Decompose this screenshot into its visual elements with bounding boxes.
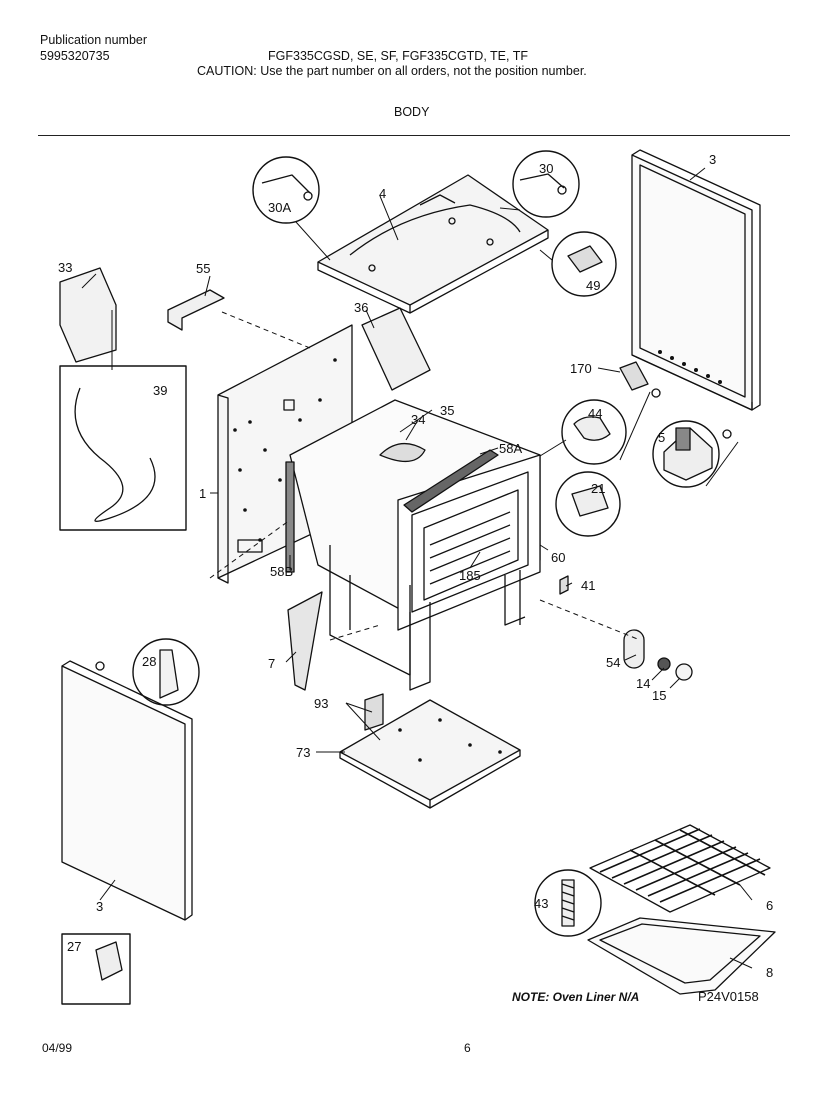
label-part-3-top: 3 xyxy=(709,152,716,167)
insulation-part xyxy=(167,289,225,331)
callout-circle-28 xyxy=(132,638,200,706)
label-part-58b: 58B xyxy=(270,564,293,579)
header-rule xyxy=(38,135,790,136)
label-part-49: 49 xyxy=(586,278,600,293)
label-part-44: 44 xyxy=(588,406,602,421)
label-part-58a: 58A xyxy=(499,441,522,456)
callout-circle-5 xyxy=(652,420,720,488)
top-panel-part xyxy=(317,174,549,314)
model-list: FGF335CGSD, SE, SF, FGF335CGTD, TE, TF xyxy=(268,49,529,63)
side-panel-right-part xyxy=(631,149,761,411)
callout-circle-49 xyxy=(551,231,617,297)
publication-label: Publication number xyxy=(40,33,148,47)
callout-circle-21 xyxy=(555,471,621,537)
broiler-pan-part xyxy=(587,917,776,995)
label-part-170: 170 xyxy=(570,361,592,376)
label-part-15: 15 xyxy=(652,688,666,703)
power-cord-box xyxy=(59,365,187,531)
oven-cavity-part xyxy=(285,399,541,691)
page-number: 6 xyxy=(464,1041,471,1055)
caution-note: CAUTION: Use the part number on all orde… xyxy=(197,64,587,78)
label-part-73: 73 xyxy=(296,745,310,760)
label-part-28: 28 xyxy=(142,654,156,669)
label-part-55: 55 xyxy=(196,261,210,276)
label-part-5: 5 xyxy=(658,430,665,445)
side-panel-left-part xyxy=(61,660,193,921)
label-part-43: 43 xyxy=(534,896,548,911)
callout-circle-30 xyxy=(512,150,580,218)
callout-circle-43 xyxy=(534,869,602,937)
label-part-33: 33 xyxy=(58,260,72,275)
label-part-41: 41 xyxy=(581,578,595,593)
label-part-36: 36 xyxy=(354,300,368,315)
callout-circle-44 xyxy=(561,399,627,465)
label-part-60: 60 xyxy=(551,550,565,565)
label-part-8: 8 xyxy=(766,965,773,980)
label-part-3-bottom: 3 xyxy=(96,899,103,914)
label-part-7: 7 xyxy=(268,656,275,671)
label-part-21: 21 xyxy=(591,481,605,496)
label-part-34: 34 xyxy=(411,412,425,427)
label-part-1: 1 xyxy=(199,486,206,501)
label-part-39: 39 xyxy=(153,383,167,398)
label-part-14: 14 xyxy=(636,676,650,691)
label-part-30a: 30A xyxy=(268,200,291,215)
oven-liner-note: NOTE: Oven Liner N/A xyxy=(512,990,639,1004)
heat-shield-part xyxy=(361,307,431,391)
label-part-4: 4 xyxy=(379,186,386,201)
callout-circle-30a xyxy=(252,156,320,224)
label-part-185: 185 xyxy=(459,568,481,583)
part-27-box xyxy=(61,933,131,1005)
section-title: BODY xyxy=(394,105,430,119)
door-stop-part xyxy=(287,591,323,691)
publication-number: 5995320735 xyxy=(40,49,110,63)
label-part-6: 6 xyxy=(766,898,773,913)
bottom-tray-part xyxy=(339,699,521,809)
oven-rack-part xyxy=(589,824,771,913)
label-part-35: 35 xyxy=(440,403,454,418)
label-part-27: 27 xyxy=(67,939,81,954)
bracket-part xyxy=(59,267,117,363)
label-part-93: 93 xyxy=(314,696,328,711)
diagram-code: P24V0158 xyxy=(698,989,759,1004)
label-part-54: 54 xyxy=(606,655,620,670)
label-part-30: 30 xyxy=(539,161,553,176)
footer-date: 04/99 xyxy=(42,1041,73,1055)
